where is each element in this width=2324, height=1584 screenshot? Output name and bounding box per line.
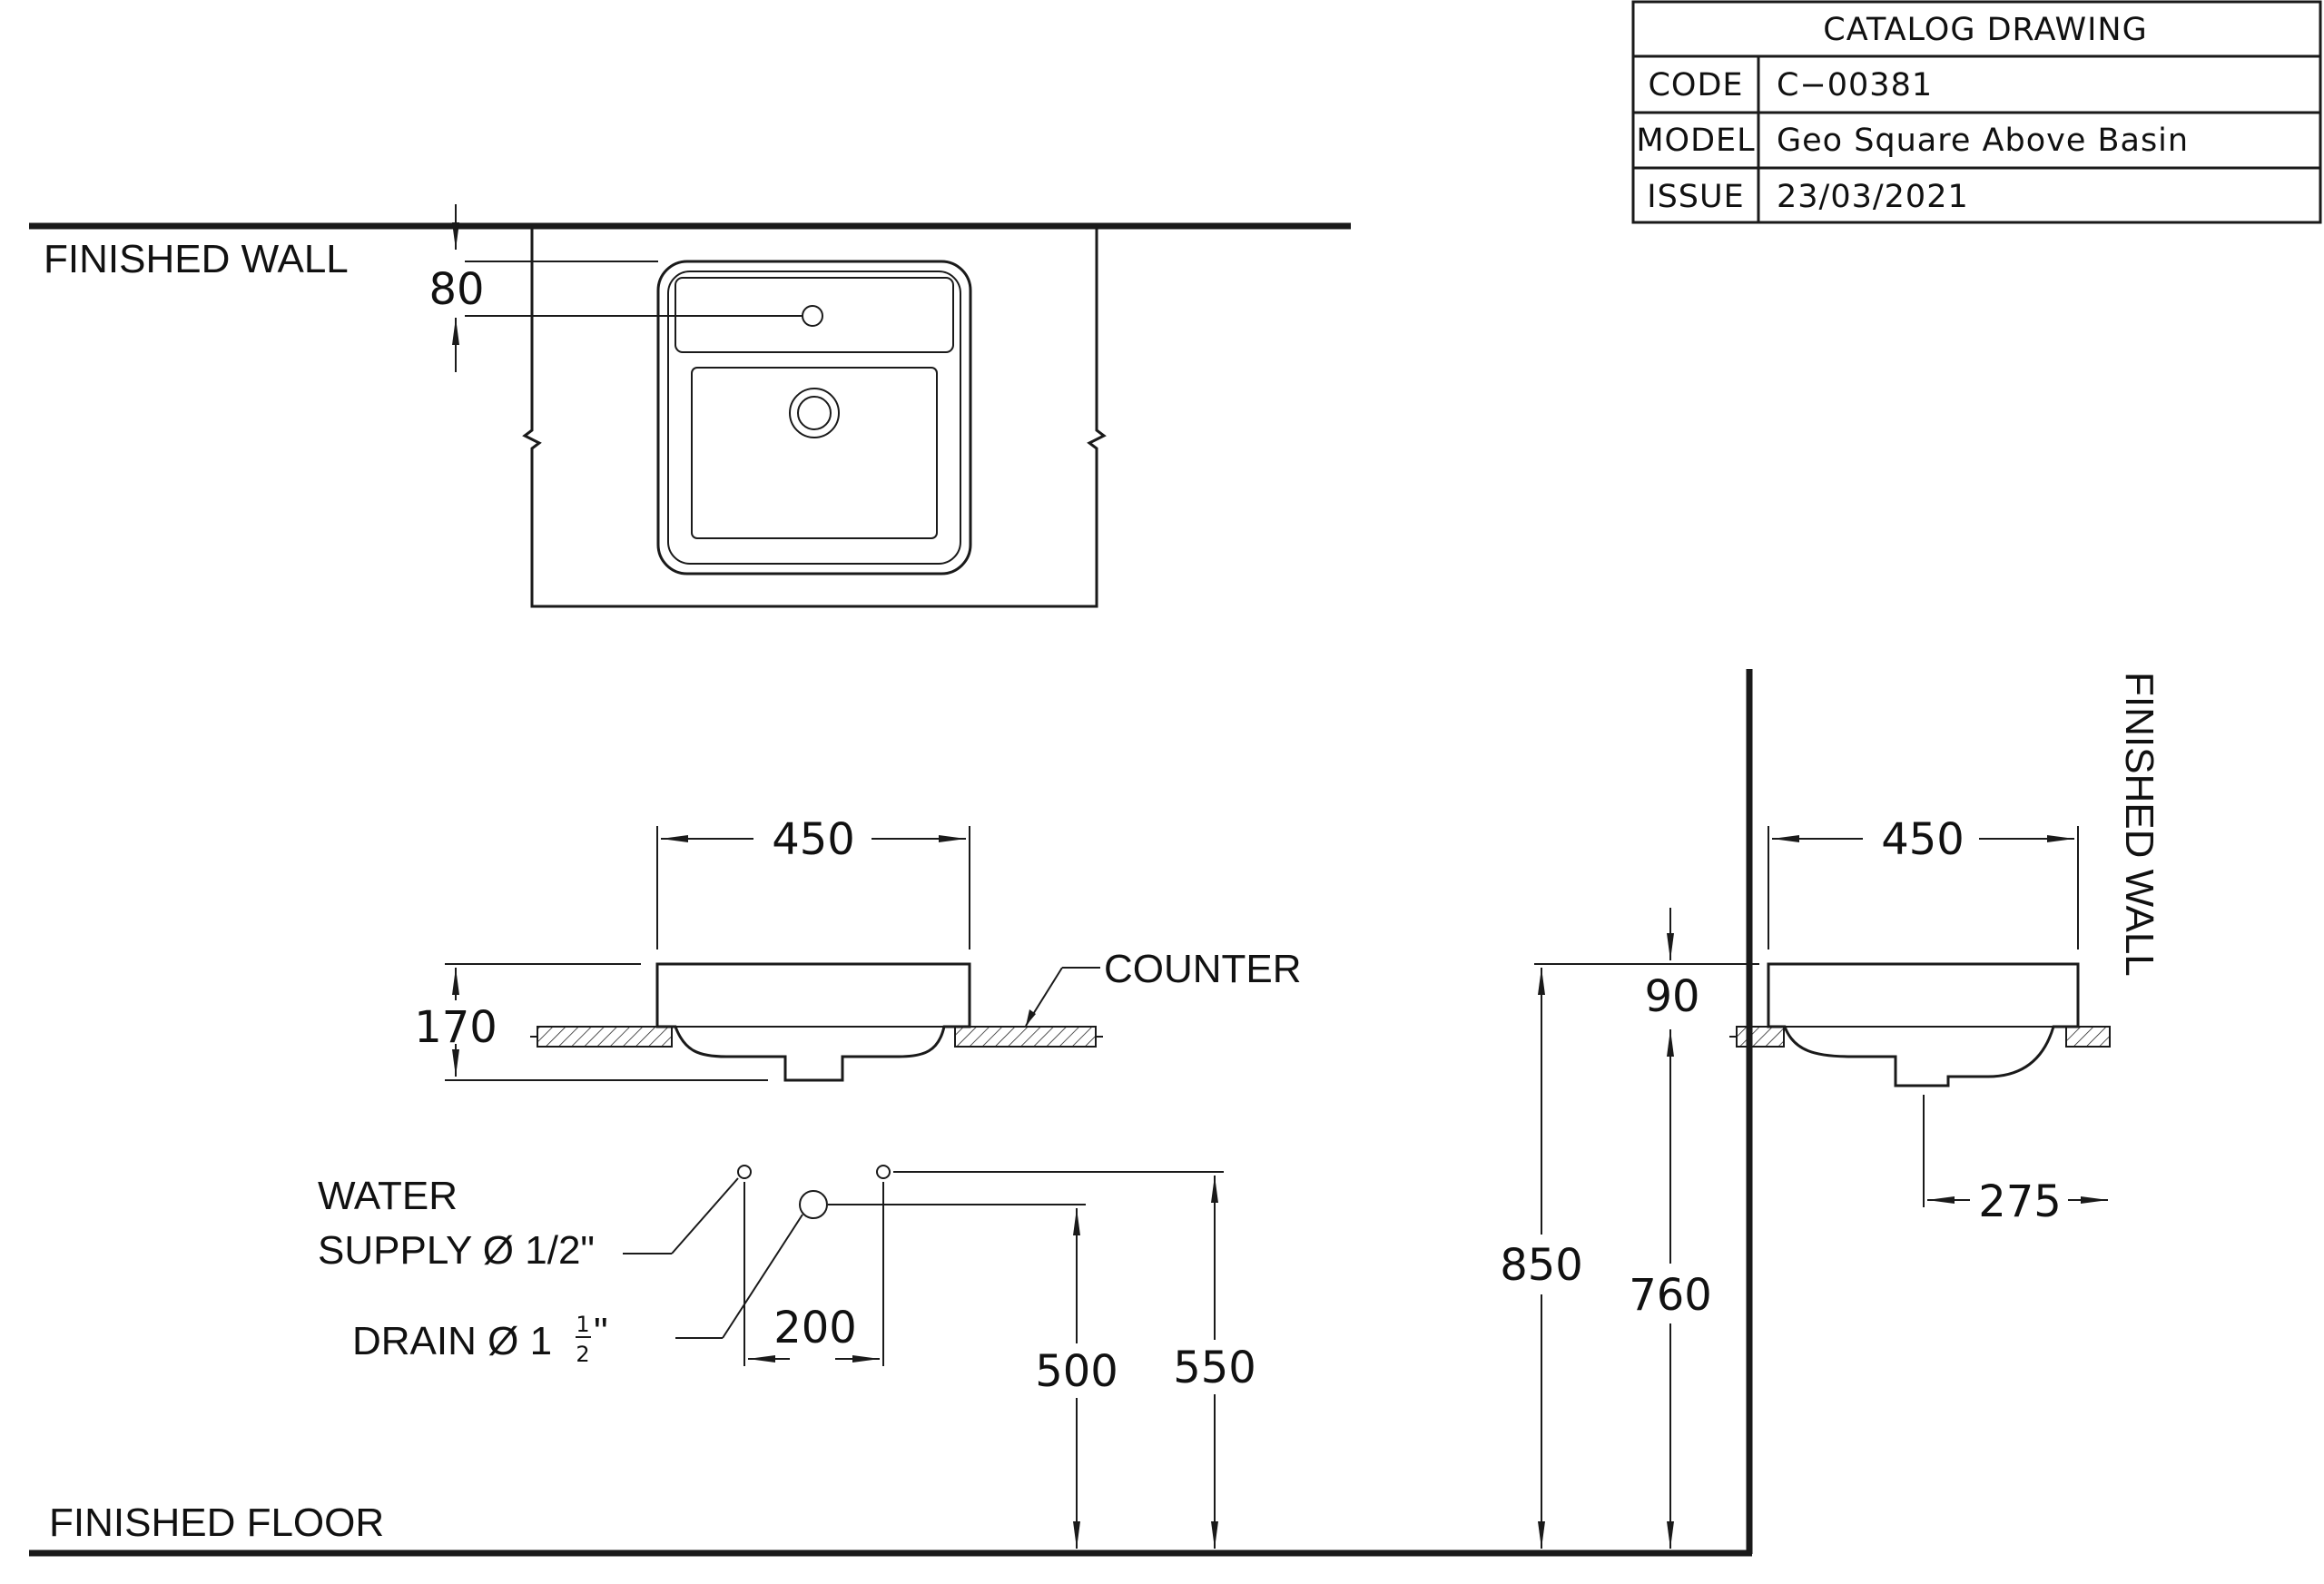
water-supply-left-icon xyxy=(737,1165,752,1179)
finished-wall-label-side: FINISHED WALL xyxy=(2117,672,2162,977)
title-block-code-key: CODE xyxy=(1648,67,1743,103)
finished-wall-label-top: FINISHED WALL xyxy=(44,237,349,281)
basin-inner-rim-plan xyxy=(667,271,961,565)
drain-frac-den: 2 xyxy=(576,1342,589,1367)
drain-label-suffix: " xyxy=(594,1310,608,1354)
front-elevation: 450 170 COUNTER xyxy=(414,814,1302,1082)
tap-hole-icon xyxy=(802,305,823,327)
rough-in: 200 500 550 WATER SUPPLY Ø 1/2" DRAIN Ø … xyxy=(318,1165,1256,1549)
title-block-header: CATALOG DRAWING xyxy=(1823,12,2147,48)
dim-90: 90 xyxy=(1644,971,1699,1022)
counter-side-left-section xyxy=(1736,1026,1785,1048)
dim-550: 550 xyxy=(1173,1343,1256,1393)
finished-floor-label: FINISHED FLOOR xyxy=(49,1500,384,1545)
dim-450-front: 450 xyxy=(772,814,855,865)
title-block-model-key: MODEL xyxy=(1636,123,1755,159)
dim-450-side: 450 xyxy=(1881,814,1965,865)
drain-outer-icon xyxy=(789,388,840,438)
water-supply-right-icon xyxy=(876,1165,891,1179)
dim-850: 850 xyxy=(1500,1240,1583,1291)
drain-outlet-icon xyxy=(799,1190,828,1219)
counter-side-right-section xyxy=(2065,1026,2111,1048)
title-block-code-value: C−00381 xyxy=(1777,67,1933,103)
dim-170: 170 xyxy=(414,1002,497,1053)
dim-760: 760 xyxy=(1629,1270,1712,1321)
water-supply-label-line1: WATER xyxy=(318,1174,458,1218)
counter-left-section xyxy=(537,1026,673,1048)
basin-front-profile xyxy=(655,962,971,1082)
counter-outline-plan xyxy=(522,226,1107,608)
bowl-plan xyxy=(691,367,938,539)
counter-label: COUNTER xyxy=(1104,947,1302,991)
title-block-issue-value: 23/03/2021 xyxy=(1777,179,1969,215)
title-block: CATALOG DRAWING CODE C−00381 MODEL Geo S… xyxy=(1631,0,2322,224)
basin-outer-plan xyxy=(656,260,972,576)
title-block-issue-key: ISSUE xyxy=(1647,179,1745,215)
drain-inner-icon xyxy=(797,396,832,430)
drain-label: DRAIN Ø 1 xyxy=(352,1319,552,1363)
dim-275: 275 xyxy=(1978,1176,2062,1227)
dim-200: 200 xyxy=(773,1303,857,1353)
basin-side-profile xyxy=(1767,962,2080,1087)
plan-view: FINISHED WALL 80 xyxy=(29,204,1351,608)
water-supply-label-line2: SUPPLY Ø 1/2" xyxy=(318,1228,595,1273)
dim-500: 500 xyxy=(1035,1346,1118,1397)
title-block-model-value: Geo Square Above Basin xyxy=(1777,123,2189,159)
drain-frac-num: 1 xyxy=(576,1312,589,1337)
side-elevation: FINISHED WALL 450 275 90 850 760 xyxy=(1500,669,2162,1554)
dim-80: 80 xyxy=(428,264,484,315)
counter-right-section xyxy=(954,1026,1097,1048)
